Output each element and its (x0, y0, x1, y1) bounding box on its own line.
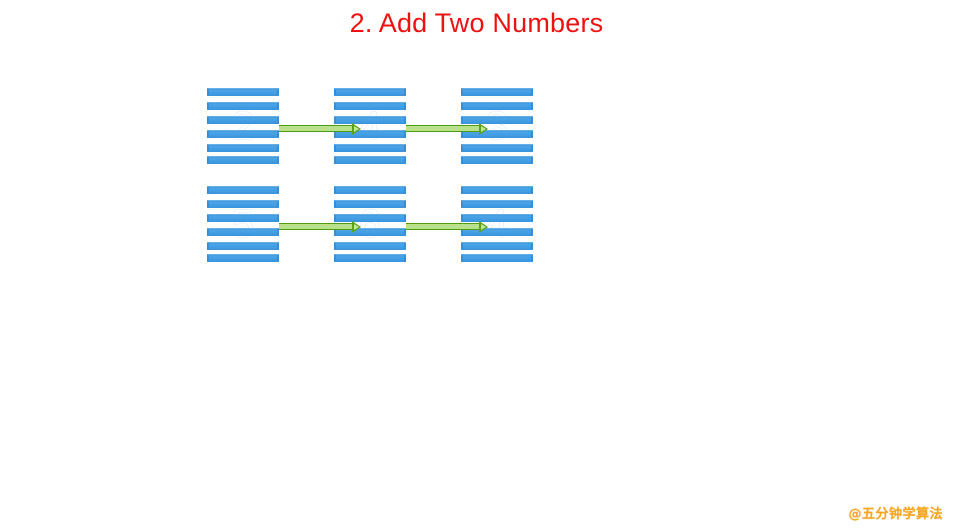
list-node[interactable]: 5 (207, 186, 279, 262)
arrow-shaft (279, 223, 353, 230)
list-node[interactable]: 2 (207, 88, 279, 164)
arrow-shaft (406, 223, 480, 230)
list-node-value: 2 (231, 104, 255, 148)
page-title: 2. Add Two Numbers (349, 8, 604, 38)
arrow-shaft (279, 125, 353, 132)
arrow-head-inner (354, 223, 359, 230)
arrow-right-icon (406, 221, 488, 233)
arrow-right-icon (279, 123, 361, 135)
arrow-head-inner (481, 125, 486, 132)
linked-list-row-addend-1: 2 4 (207, 88, 537, 164)
watermark-label: @五分钟学算法 (848, 507, 943, 522)
arrow-shaft (406, 125, 480, 132)
arrow-head-inner (481, 223, 486, 230)
linked-list-row-addend-2: 5 6 (207, 186, 537, 262)
arrow-right-icon (279, 221, 361, 233)
arrow-right-icon (406, 123, 488, 135)
list-node-value: 5 (231, 202, 255, 246)
arrow-head-inner (354, 125, 359, 132)
